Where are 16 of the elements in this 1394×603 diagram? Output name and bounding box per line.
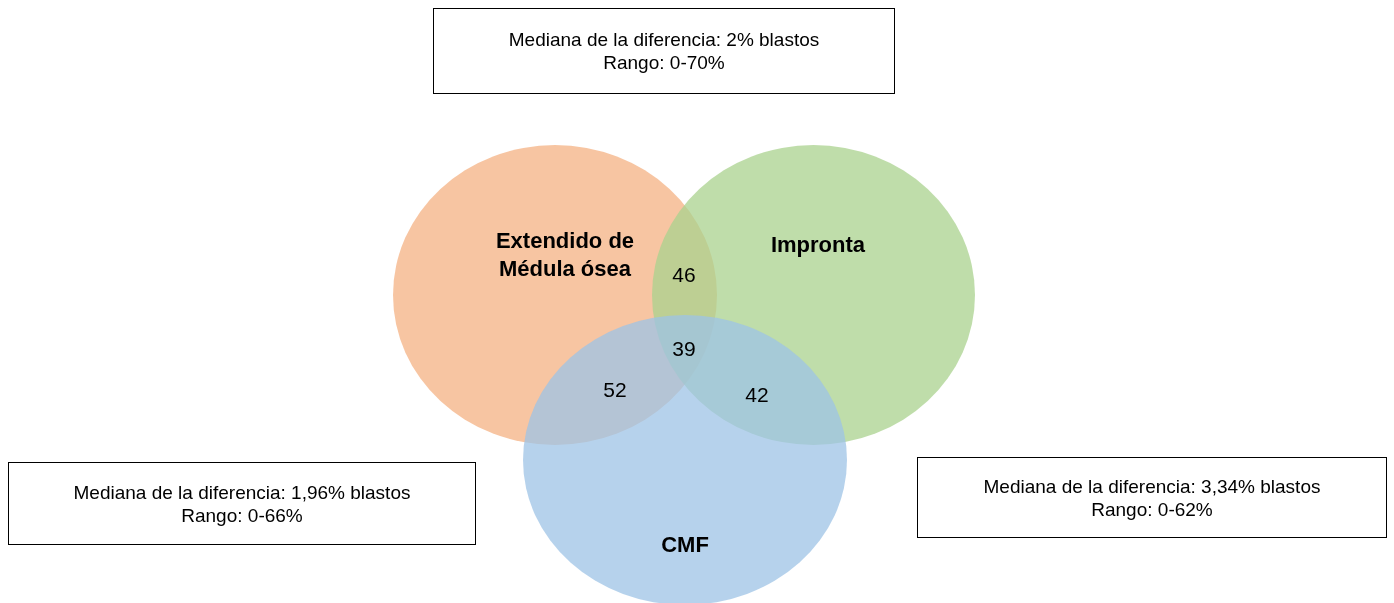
note-text: Rango: 0-62% xyxy=(1091,497,1213,521)
note-box xyxy=(917,457,1387,538)
note-text: Rango: 0-66% xyxy=(181,503,303,527)
note-text: Mediana de la diferencia: 3,34% blastos xyxy=(983,474,1321,498)
note-box xyxy=(433,8,895,94)
set-label: Impronta xyxy=(769,231,867,259)
note-text: Rango: 0-70% xyxy=(603,51,725,74)
count-label: 39 xyxy=(672,337,696,361)
note-text: Mediana de la diferencia: 2% blastos xyxy=(508,28,820,51)
set-label: CMF xyxy=(660,531,710,559)
set-label: Extendido de Médula ósea xyxy=(494,227,636,283)
note-text: Mediana de la diferencia: 1,96% blastos xyxy=(73,480,411,504)
note-box xyxy=(8,462,476,545)
count-label: 52 xyxy=(603,378,627,402)
count-label: 42 xyxy=(745,383,769,407)
count-label: 46 xyxy=(672,263,696,287)
